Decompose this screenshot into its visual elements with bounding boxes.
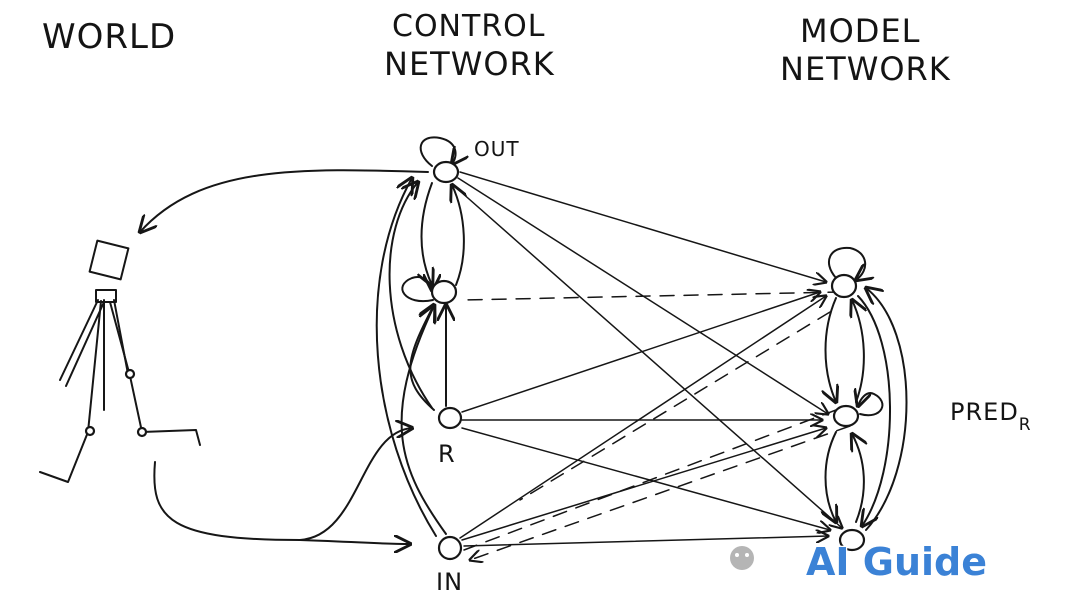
in-label: IN	[436, 568, 463, 596]
wechat-logo-icon	[730, 546, 754, 570]
model-bottom-to-top-arrow	[866, 288, 908, 531]
r-to-model-bottom-arrow	[461, 427, 830, 530]
world-to-in-arrow	[299, 540, 410, 544]
model-top-to-mid-arrow	[826, 297, 837, 402]
world-header: WORLD	[42, 17, 176, 57]
world-to-r-arrow	[153, 428, 412, 541]
model-bottom-node	[838, 528, 866, 552]
model-network-header-line1: MODEL	[800, 12, 920, 50]
hidden-self-loop	[401, 277, 433, 303]
r-to-out-arrow	[388, 182, 433, 409]
control-out-node	[432, 160, 460, 184]
model-bottom-to-mid-arrow	[852, 434, 864, 523]
model-top-to-in-dashed	[519, 311, 831, 501]
out-label: OUT	[474, 137, 520, 161]
out-to-hidden-arrow	[422, 182, 433, 285]
in-to-model-mid-arrow	[461, 428, 826, 541]
out-to-model-top-arrow	[459, 171, 826, 282]
watermark: AI Guide	[730, 539, 988, 585]
pred-label: PREDR	[950, 398, 1032, 435]
model-top-self-loop	[828, 246, 865, 280]
model-mid-to-bottom-arrow	[826, 431, 837, 522]
model-mid-self-loop	[858, 393, 884, 417]
model-mid-to-top-arrow	[852, 300, 864, 403]
control-in-node	[437, 535, 463, 561]
r-label: R	[438, 440, 456, 468]
in-to-model-bottom-arrow	[463, 536, 828, 547]
pred-label-main: PRED	[950, 398, 1019, 426]
out-to-world-arrow	[140, 169, 429, 232]
knee-joint-1	[124, 368, 136, 380]
world-walking-figure	[39, 239, 201, 483]
out-to-model-bottom-arrow	[451, 183, 842, 528]
control-network-header-line2: NETWORK	[384, 45, 555, 83]
control-network-header-line1: CONTROL	[392, 9, 546, 44]
r-to-model-top-arrow	[461, 292, 820, 413]
figure-torso	[103, 299, 129, 411]
knee-joint-2	[84, 425, 96, 437]
model-top-to-bottom-arrow	[857, 295, 891, 526]
model-to-in-dashed-arrow	[470, 425, 851, 560]
model-mid-node	[832, 404, 860, 428]
pred-label-subscript: R	[1019, 415, 1032, 435]
in-to-hidden-arrow	[400, 306, 447, 535]
model-mid-feedback-dashed	[463, 409, 837, 551]
out-self-loop	[419, 136, 456, 166]
control-r-node	[437, 406, 463, 430]
model-top-node	[830, 273, 858, 299]
in-to-model-top-arrow	[459, 296, 826, 539]
watermark-text: AI Guide	[806, 540, 987, 584]
in-to-out-arrow	[375, 178, 437, 537]
world-object-box	[88, 239, 130, 281]
control-hidden-node	[430, 279, 458, 305]
model-network-header-line2: NETWORK	[780, 50, 951, 88]
ankle-joint	[136, 426, 148, 438]
hidden-to-out-arrow	[452, 185, 464, 286]
model-top-feedback-dashed	[461, 291, 843, 301]
figure-head-joint	[95, 289, 117, 303]
